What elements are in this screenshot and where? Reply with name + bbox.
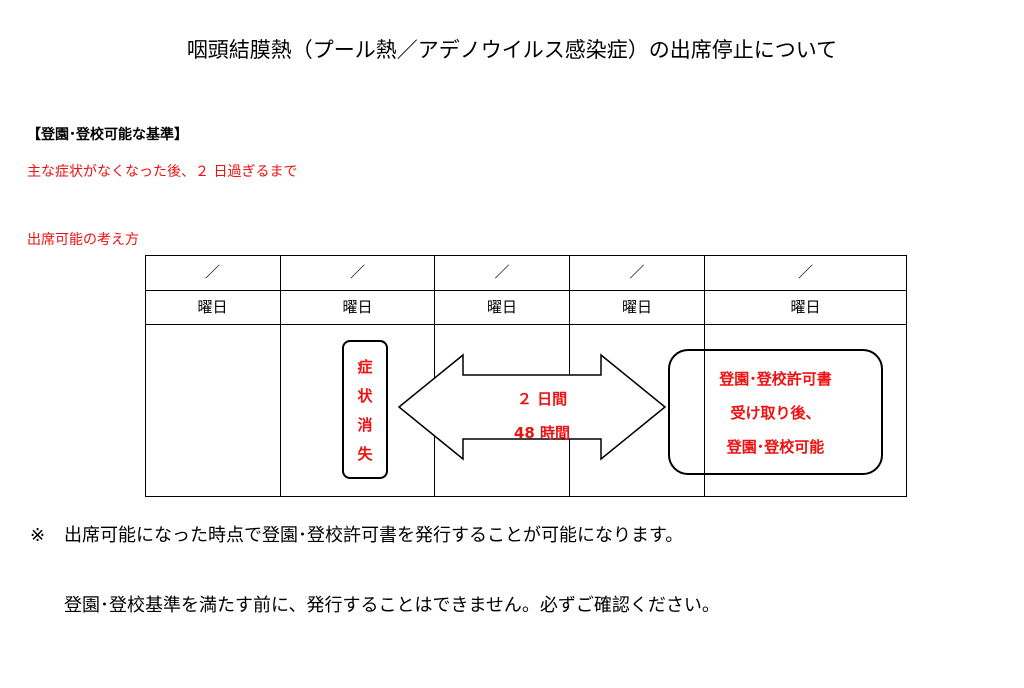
- weekday-cell: 曜日: [342, 298, 373, 316]
- table-column-divider: [434, 255, 435, 497]
- symptom-resolved-box: 症 状 消 失: [342, 340, 388, 479]
- table-border-right: [906, 255, 907, 497]
- date-cell: ／: [204, 263, 220, 281]
- permit-line: 登園･登校可能: [726, 437, 825, 456]
- table-border-left: [145, 255, 146, 497]
- note-1-text: 出席可能になった時点で登園･登校許可書を発行することが可能になります。: [64, 525, 684, 546]
- symptom-box-char: 症: [357, 357, 373, 376]
- table-divider-date: [145, 290, 907, 291]
- criteria-heading: 【登園･登校可能な基準】: [27, 127, 188, 143]
- page-title: 咽頭結膜熱（プール熱／アデノウイルス感染症）の出席停止について: [186, 38, 838, 62]
- duration-hours: 48 時間: [513, 424, 571, 442]
- date-cell: ／: [797, 263, 813, 281]
- table-divider-weekday: [145, 324, 907, 325]
- weekday-cell: 曜日: [790, 298, 821, 316]
- duration-days: ２ 日間: [516, 390, 568, 408]
- note-2: 登園･登校基準を満たす前に、発行することはできません。必ずご確認ください。: [64, 595, 720, 616]
- date-cell: ／: [629, 263, 645, 281]
- symptom-box-char: 状: [357, 386, 373, 405]
- permit-line: 受け取り後、: [730, 403, 821, 422]
- note-mark: ※: [30, 525, 46, 546]
- symptom-box-char: 失: [357, 444, 373, 463]
- weekday-cell: 曜日: [197, 298, 228, 316]
- table-border-bottom: [145, 496, 907, 497]
- date-cell: ／: [349, 263, 365, 281]
- weekday-cell: 曜日: [621, 298, 652, 316]
- criteria-text: 主な症状がなくなった後、２ 日過ぎるまで: [27, 164, 298, 180]
- table-border-top: [145, 255, 907, 256]
- weekday-cell: 曜日: [486, 298, 517, 316]
- symptom-box-char: 消: [357, 415, 373, 434]
- table-column-divider: [704, 255, 705, 497]
- table-column-divider: [280, 255, 281, 497]
- schedule-table: ／ ／ ／ ／ ／ 曜日 曜日 曜日 曜日 曜日 症 状 消 失 ２ 日間 48…: [145, 255, 907, 497]
- approach-label: 出席可能の考え方: [27, 232, 139, 248]
- permit-box: 登園･登校許可書 受け取り後、 登園･登校可能: [668, 349, 883, 475]
- note-1: ※ 出席可能になった時点で登園･登校許可書を発行することが可能になります。: [30, 521, 683, 547]
- permit-line: 登園･登校許可書: [719, 369, 832, 388]
- double-arrow-icon: [397, 353, 667, 461]
- date-cell: ／: [494, 263, 510, 281]
